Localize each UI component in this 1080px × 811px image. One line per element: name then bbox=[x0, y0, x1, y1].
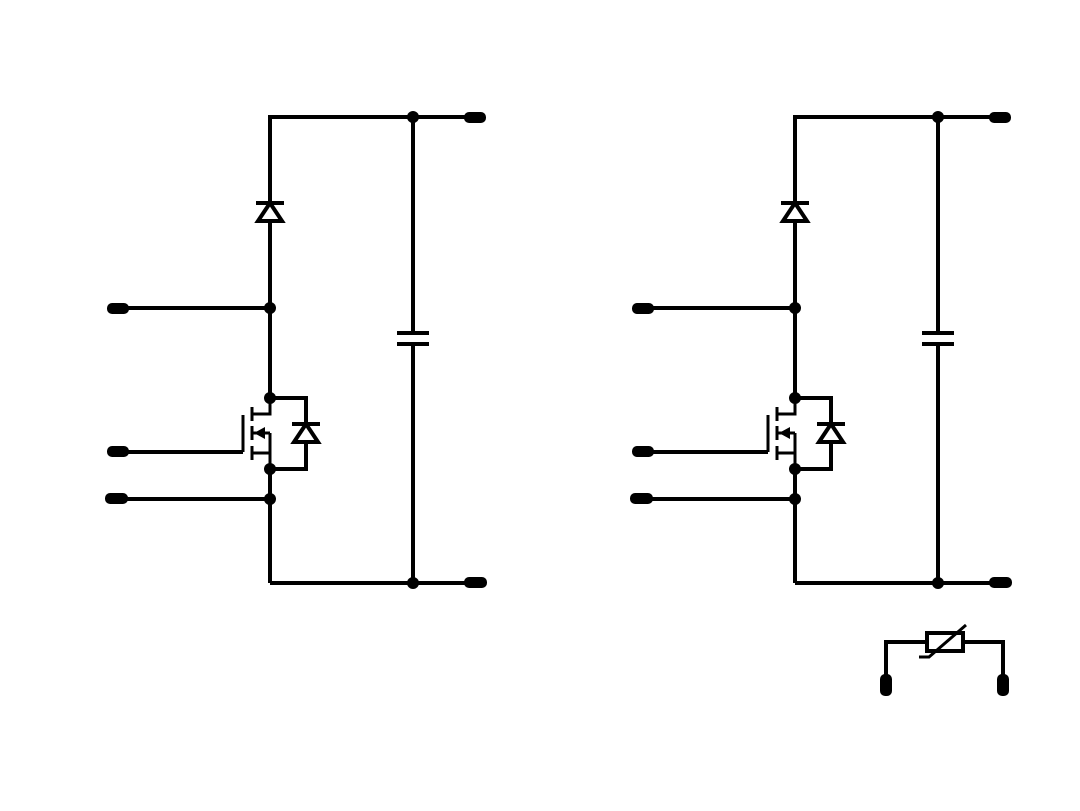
terminal-pin bbox=[105, 493, 128, 504]
terminal-pin bbox=[989, 577, 1012, 588]
junction-dots bbox=[789, 111, 944, 589]
dc-link-capacitor bbox=[922, 331, 954, 346]
boost-diode bbox=[779, 199, 811, 223]
wiring bbox=[116, 115, 475, 585]
terminal-pin bbox=[632, 446, 654, 457]
terminals bbox=[105, 112, 487, 588]
body-diode bbox=[795, 396, 847, 471]
terminal-pin bbox=[989, 112, 1011, 123]
mosfet bbox=[633, 398, 797, 469]
chopper-circuit-right bbox=[630, 111, 1012, 589]
terminal-pin bbox=[997, 674, 1009, 696]
terminal-pin bbox=[880, 674, 892, 696]
junction-dots bbox=[264, 111, 419, 589]
ntc-thermistor bbox=[880, 623, 1009, 696]
terminal-pin bbox=[107, 446, 129, 457]
terminal-pin bbox=[630, 493, 653, 504]
boost-diode bbox=[254, 199, 286, 223]
terminal-pin bbox=[464, 577, 487, 588]
terminal-pin bbox=[464, 112, 486, 123]
dc-link-capacitor bbox=[397, 331, 429, 346]
terminal-pin bbox=[107, 303, 129, 314]
body-diode bbox=[270, 396, 322, 471]
mosfet bbox=[108, 398, 272, 469]
terminal-pin bbox=[632, 303, 654, 314]
terminals bbox=[630, 112, 1012, 588]
chopper-circuit-left bbox=[105, 111, 487, 589]
wiring bbox=[641, 115, 1000, 585]
